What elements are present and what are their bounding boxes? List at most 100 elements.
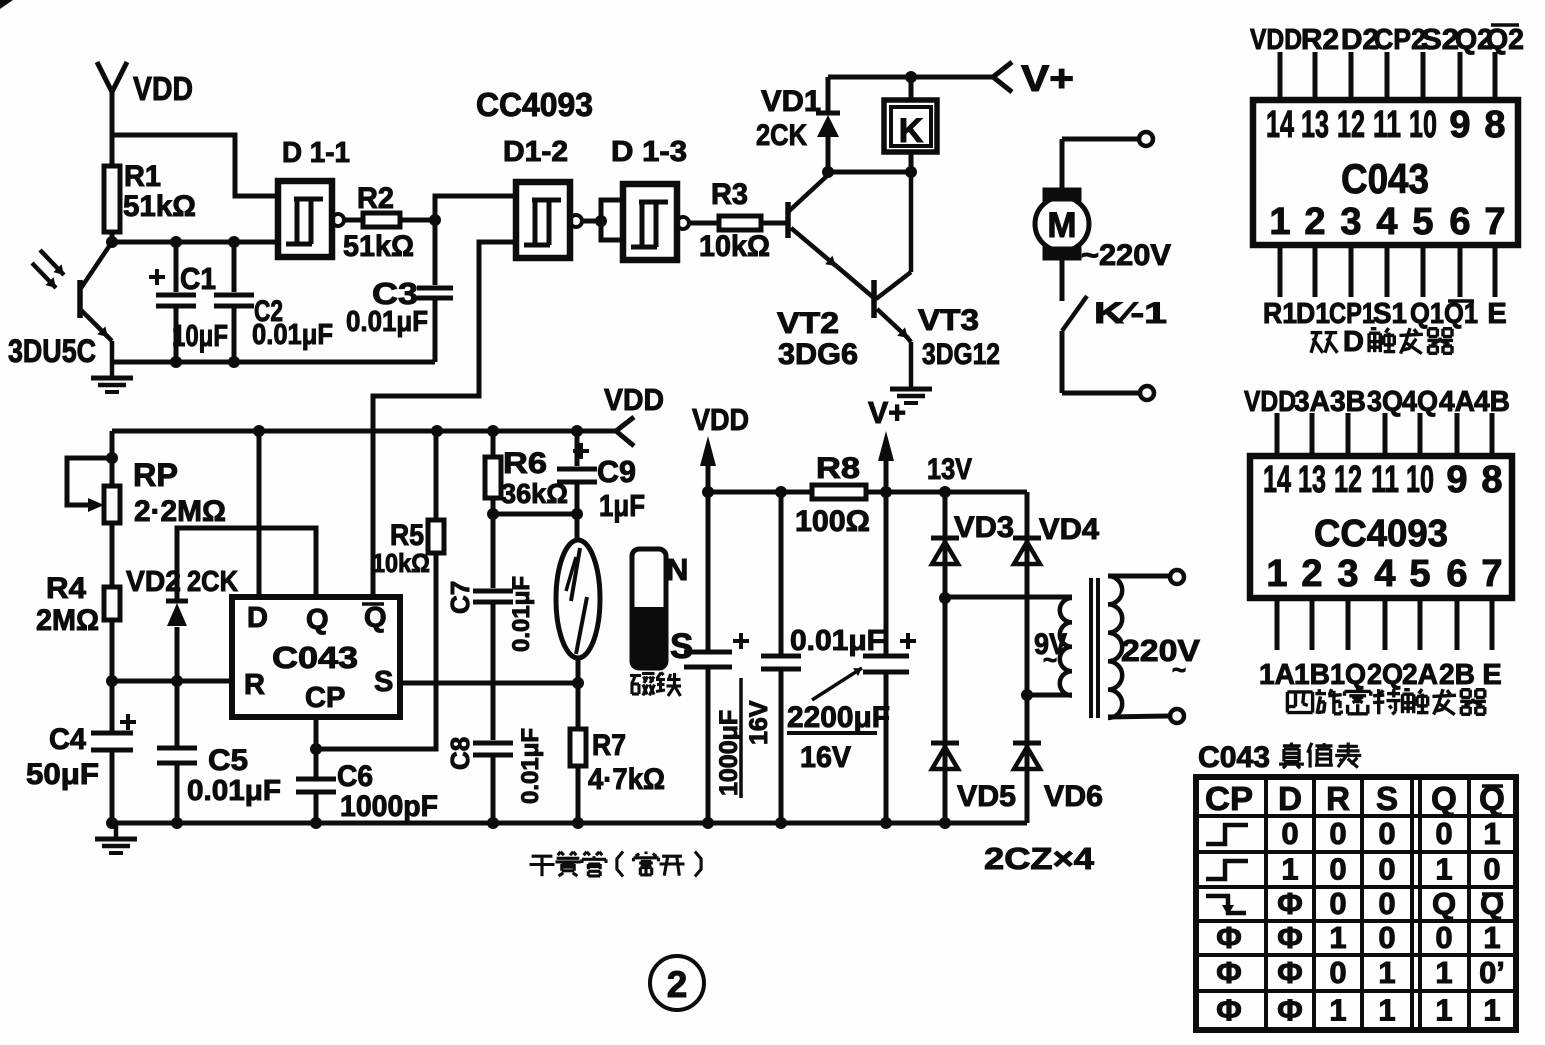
svg-text:E: E [1482, 659, 1501, 691]
svg-text:4: 4 [1374, 553, 1395, 595]
svg-text:~: ~ [1172, 657, 1186, 684]
svg-text:1: 1 [1329, 920, 1346, 955]
svg-text:10kΩ: 10kΩ [699, 230, 770, 263]
svg-text:11: 11 [1373, 104, 1401, 146]
svg-text:4A: 4A [1439, 386, 1475, 418]
svg-text:C3: C3 [372, 276, 418, 311]
svg-text:36kΩ: 36kΩ [501, 478, 568, 509]
svg-text:2A: 2A [1402, 659, 1438, 691]
svg-text:1: 1 [1329, 993, 1346, 1028]
svg-text:1B: 1B [1294, 659, 1330, 691]
svg-text:VT3: VT3 [918, 304, 979, 337]
svg-text:Q1: Q1 [1444, 298, 1478, 330]
svg-text:R: R [244, 669, 265, 701]
svg-text:1: 1 [1483, 993, 1500, 1028]
svg-text:Φ: Φ [1216, 993, 1241, 1028]
svg-text:VDD: VDD [133, 70, 193, 107]
svg-text:0.01μF: 0.01μF [508, 576, 535, 652]
svg-text:Φ: Φ [1277, 920, 1302, 955]
svg-text:10: 10 [1409, 104, 1437, 146]
svg-text:0: 0 [1281, 816, 1298, 851]
svg-text:V+: V+ [1021, 58, 1074, 99]
svg-text:0: 0 [1435, 816, 1452, 851]
svg-text:2·2MΩ: 2·2MΩ [134, 495, 226, 528]
svg-text:~: ~ [1043, 647, 1057, 674]
svg-text:7: 7 [1484, 201, 1505, 243]
svg-text:5: 5 [1412, 201, 1433, 243]
svg-text:Φ: Φ [1216, 920, 1241, 955]
svg-text:13: 13 [1301, 104, 1329, 146]
svg-text:Φ: Φ [1216, 955, 1241, 990]
svg-text:R1: R1 [124, 160, 161, 193]
svg-text:51kΩ: 51kΩ [343, 230, 414, 263]
svg-text:8: 8 [1484, 104, 1505, 146]
svg-text:51kΩ: 51kΩ [123, 190, 196, 223]
svg-text:CP2: CP2 [1374, 24, 1426, 56]
svg-text:2CK: 2CK [756, 119, 807, 152]
svg-text:14: 14 [1263, 459, 1291, 501]
svg-text:4B: 4B [1474, 386, 1510, 418]
svg-text:2: 2 [1301, 553, 1322, 595]
svg-text:0: 0 [1329, 955, 1346, 990]
svg-text:E: E [1487, 298, 1506, 330]
svg-text:10: 10 [1406, 459, 1434, 501]
svg-text:D: D [1343, 326, 1364, 358]
svg-text:C6: C6 [337, 760, 373, 793]
svg-text:VT2: VT2 [777, 307, 839, 340]
svg-text:CP: CP [305, 682, 345, 714]
svg-text:9: 9 [1449, 104, 1470, 146]
svg-text:10kΩ: 10kΩ [372, 548, 430, 578]
svg-text:VD6: VD6 [1044, 780, 1103, 813]
svg-text:11: 11 [1371, 459, 1399, 501]
svg-text:1Q: 1Q [1330, 659, 1366, 691]
svg-text:2B: 2B [1439, 659, 1475, 691]
svg-text:C5: C5 [208, 744, 248, 777]
svg-text:M: M [1047, 206, 1076, 245]
svg-text:2CK: 2CK [187, 566, 238, 598]
svg-text:S: S [374, 666, 393, 698]
svg-text:R6: R6 [503, 447, 547, 480]
svg-text:VDD: VDD [1244, 386, 1296, 418]
svg-text:R8: R8 [816, 452, 860, 485]
svg-text:R4: R4 [46, 572, 86, 605]
svg-text:9: 9 [1446, 459, 1467, 501]
svg-text:0: 0 [1378, 920, 1395, 955]
svg-text:C4: C4 [49, 723, 86, 756]
svg-text:12: 12 [1334, 459, 1362, 501]
svg-text:100Ω: 100Ω [795, 505, 870, 538]
svg-text:0’: 0’ [1479, 955, 1505, 990]
svg-text:K∕-1: K∕-1 [1094, 297, 1167, 330]
svg-text:1000μF: 1000μF [715, 710, 743, 796]
svg-text:0.01μF: 0.01μF [517, 728, 544, 804]
svg-text:4Q: 4Q [1402, 386, 1438, 418]
svg-text:S: S [670, 627, 693, 666]
svg-text:R5: R5 [390, 519, 424, 552]
svg-text:4·7kΩ: 4·7kΩ [588, 763, 665, 796]
svg-text:Q2: Q2 [1455, 24, 1493, 56]
svg-text:13V: 13V [927, 453, 972, 486]
svg-text:3: 3 [1337, 553, 1358, 595]
svg-text:D 1-3: D 1-3 [611, 136, 687, 168]
svg-text:3DU5C: 3DU5C [8, 333, 96, 369]
svg-text:CP1: CP1 [1329, 298, 1375, 330]
svg-text:C043: C043 [1198, 741, 1270, 774]
svg-text:0.01μF: 0.01μF [346, 306, 428, 338]
svg-text:VD3: VD3 [954, 511, 1014, 544]
svg-text:13: 13 [1298, 459, 1326, 501]
svg-text:C8: C8 [445, 737, 475, 770]
svg-text:220V: 220V [1121, 633, 1200, 668]
svg-text:7: 7 [1481, 553, 1502, 595]
svg-text:Φ: Φ [1277, 955, 1302, 990]
svg-text:D: D [247, 602, 268, 634]
svg-text:C043: C043 [1341, 155, 1429, 202]
svg-text:K: K [899, 112, 924, 150]
svg-text:VD2: VD2 [126, 566, 181, 598]
svg-text:14: 14 [1266, 104, 1294, 146]
svg-text:2Q: 2Q [1367, 659, 1403, 691]
svg-text:16V: 16V [800, 741, 851, 774]
svg-text:0.01μF: 0.01μF [187, 775, 281, 807]
svg-text:Q: Q [306, 604, 329, 636]
svg-text:3A: 3A [1294, 386, 1330, 418]
svg-text:D1-2: D1-2 [503, 136, 568, 168]
svg-text:R7: R7 [592, 729, 626, 762]
